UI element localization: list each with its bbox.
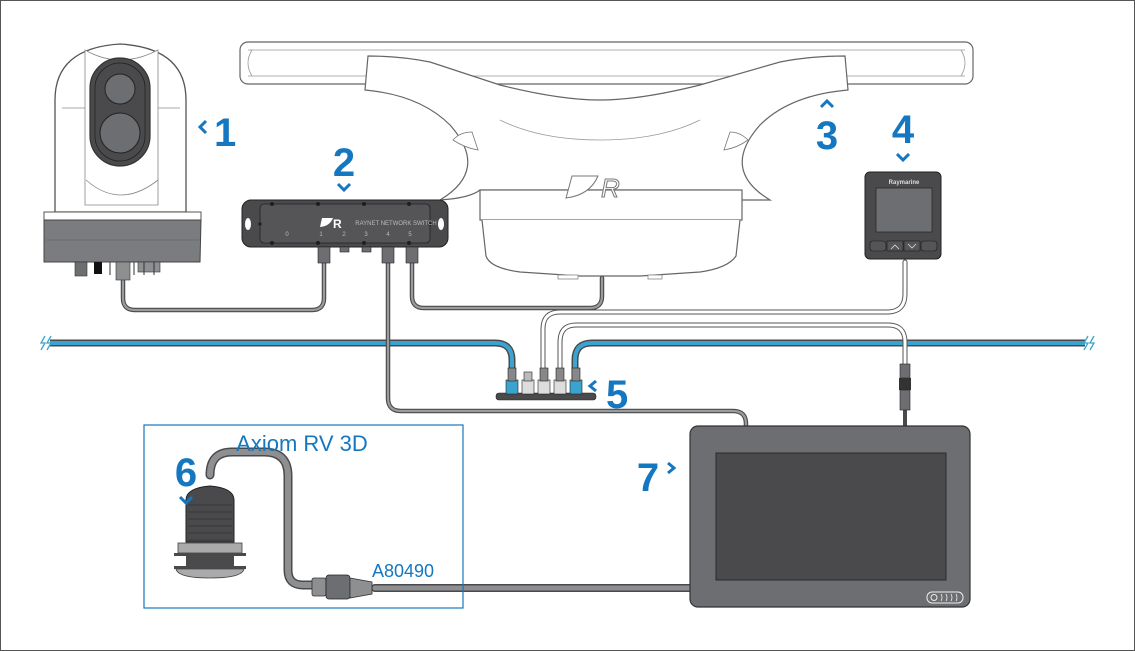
- cable-break-right-icon: [1082, 335, 1096, 351]
- switch-port-label: 3: [364, 232, 368, 238]
- switch-caption: RAYNET NETWORK SWITCH: [355, 221, 436, 227]
- callout-7: 7: [637, 456, 677, 500]
- network-switch: R RAYNET NETWORK SWITCH 0 1 2 3 4 5: [241, 199, 449, 264]
- switch-logo-icon: R: [320, 217, 342, 231]
- power-dial-icon: [926, 591, 964, 604]
- backbone-block: [495, 367, 597, 401]
- callout-6: 6: [175, 451, 197, 506]
- menu-button: [920, 240, 938, 252]
- switch-port-label: 2: [342, 232, 346, 238]
- callout-4-label: 4: [892, 108, 915, 152]
- callout-7-label: 7: [637, 456, 659, 500]
- callout-2-label: 2: [333, 141, 355, 185]
- callout-1-label: 1: [214, 111, 236, 155]
- switch-port-label: 0: [285, 232, 289, 238]
- thermal-camera: [43, 43, 202, 281]
- callout-3-label: 3: [816, 114, 838, 158]
- up-button: [886, 240, 904, 252]
- backbone-cable: [50, 339, 1085, 382]
- callout-5-label: 5: [606, 373, 628, 417]
- raymarine-logo-icon: R: [565, 173, 620, 204]
- callout-5: 5: [587, 373, 628, 417]
- callout-3: 3: [816, 98, 838, 158]
- switch-port-label: 4: [386, 232, 390, 238]
- callout-6-label: 6: [175, 451, 197, 495]
- instrument-display: Raymarine: [864, 171, 942, 260]
- transducer-box: Axiom RV 3D A80490: [143, 424, 464, 609]
- radar-scanner: R: [239, 41, 974, 280]
- cable-part-code: A80490: [372, 561, 434, 581]
- down-button: [903, 240, 921, 252]
- svg-text:R: R: [333, 217, 342, 231]
- switch-port-label: 1: [319, 232, 323, 238]
- instrument-brand-label: Raymarine: [889, 180, 920, 186]
- transducer-box-title: Axiom RV 3D: [236, 431, 368, 456]
- inline-connector: [899, 363, 911, 411]
- switch-port-label: 5: [408, 232, 412, 238]
- cable-connector: [311, 574, 373, 600]
- callout-2: 2: [333, 141, 355, 193]
- transducer: [174, 485, 246, 579]
- cables: [120, 257, 908, 592]
- cable-break-left-icon: [39, 335, 53, 351]
- callout-4: 4: [892, 108, 915, 163]
- multifunction-display: [689, 425, 971, 608]
- svg-text:R: R: [601, 173, 620, 203]
- callout-1: 1: [197, 111, 236, 155]
- power-button: [869, 240, 887, 252]
